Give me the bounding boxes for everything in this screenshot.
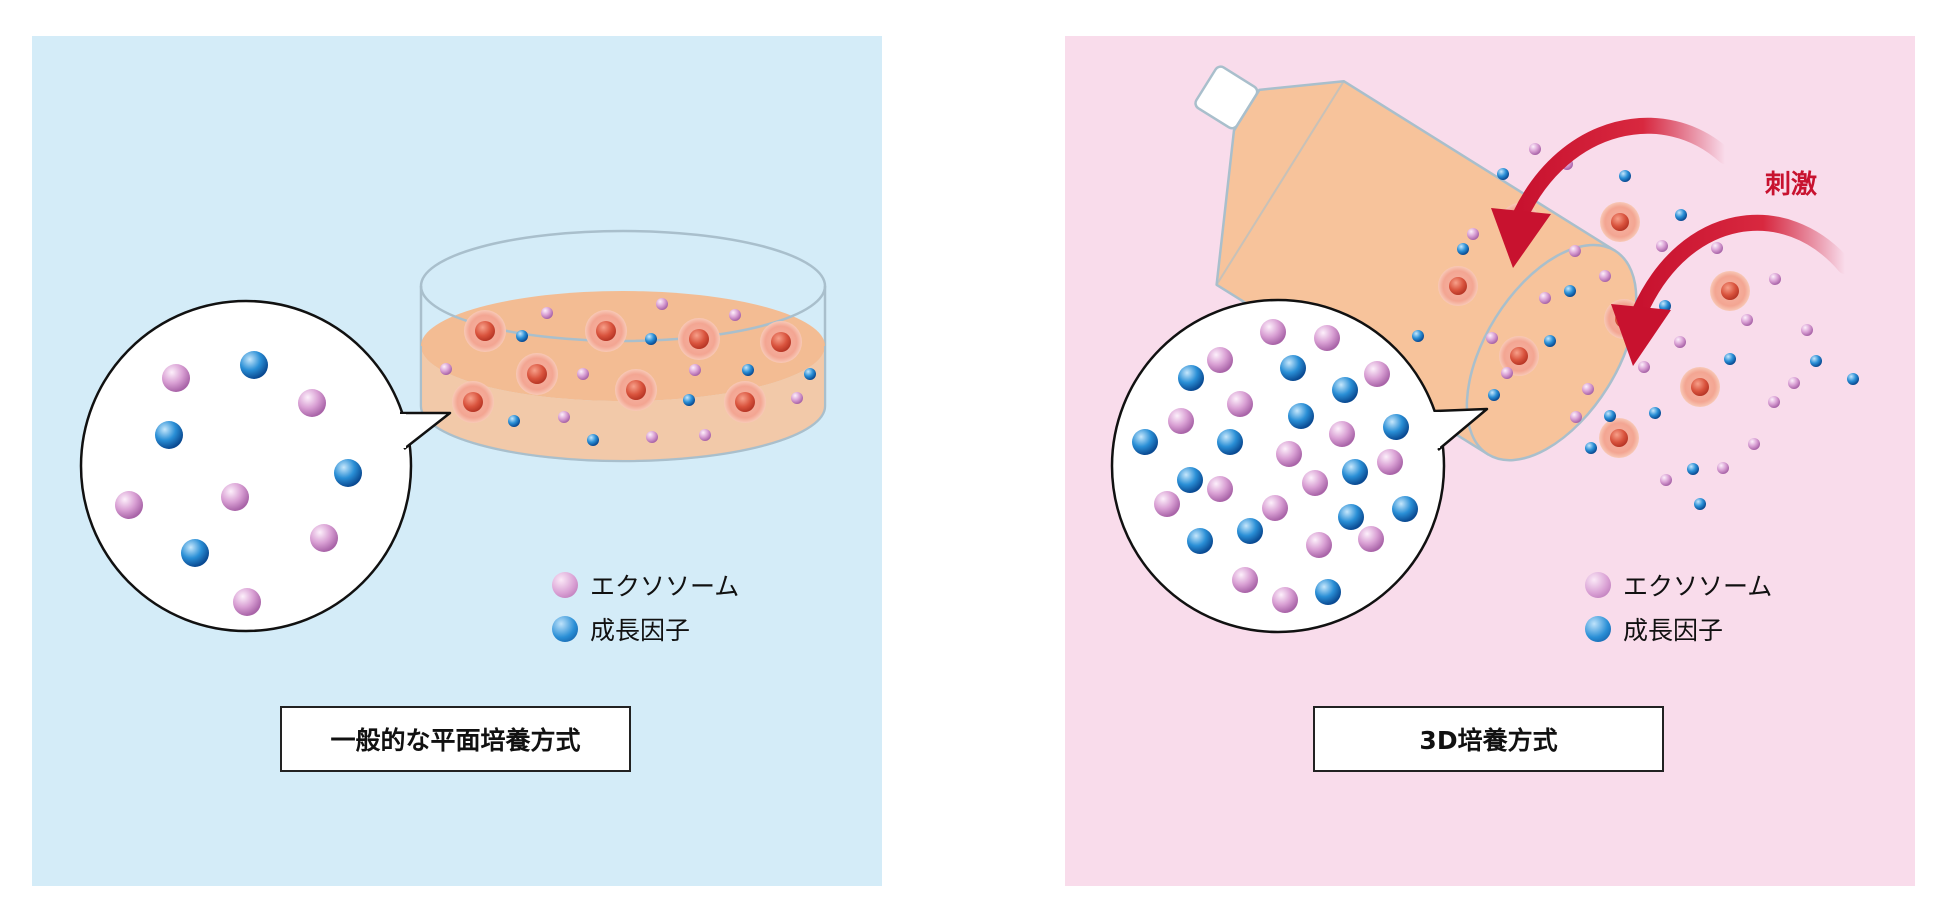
cells xyxy=(452,310,802,423)
arrow-head-icon xyxy=(1491,208,1551,268)
cell xyxy=(760,321,802,363)
exosome-swatch-icon xyxy=(1585,572,1611,598)
legend-label: 成長因子 xyxy=(1623,616,1724,645)
cell xyxy=(678,318,720,360)
flat-culture-illustration xyxy=(79,229,827,633)
cell xyxy=(1710,271,1750,311)
cell xyxy=(724,381,766,423)
legend-item-exosome: エクソソーム xyxy=(1585,563,1772,607)
legend: エクソソーム 成長因子 xyxy=(552,563,739,651)
growth-factor-swatch-icon xyxy=(1585,616,1611,642)
growth-factor-swatch-icon xyxy=(552,616,578,642)
panel-3d-culture: 刺激 エクソソーム 成長因子 3D培養方式 xyxy=(1065,36,1915,886)
legend: エクソソーム 成長因子 xyxy=(1585,563,1772,651)
legend-item-growth-factor: 成長因子 xyxy=(552,607,739,651)
cell xyxy=(516,353,558,395)
exosome-swatch-icon xyxy=(552,572,578,598)
cell xyxy=(1680,367,1720,407)
cell xyxy=(1499,336,1539,376)
caption-text: 一般的な平面培養方式 xyxy=(330,726,581,755)
3d-culture-illustration xyxy=(1110,65,1859,634)
cell xyxy=(585,310,627,352)
dish-particles xyxy=(440,298,816,446)
cell xyxy=(1599,418,1639,458)
legend-item-exosome: エクソソーム xyxy=(552,563,739,607)
legend-item-growth-factor: 成長因子 xyxy=(1585,607,1772,651)
arrow-head-icon xyxy=(1611,304,1671,366)
legend-label: エクソソーム xyxy=(590,572,740,601)
cell xyxy=(1438,266,1478,306)
cell xyxy=(1600,202,1640,242)
cell xyxy=(452,381,494,423)
zoom-bubble xyxy=(79,299,452,633)
stimulus-arrows xyxy=(1491,117,1853,366)
petri-dish xyxy=(419,229,827,463)
zoom-particles xyxy=(115,351,362,616)
caption-box: 一般的な平面培養方式 xyxy=(280,706,631,772)
caption-text: 3D培養方式 xyxy=(1419,726,1558,755)
stimulus-label: 刺激 xyxy=(1765,170,1818,200)
panel-flat-culture: エクソソーム 成長因子 一般的な平面培養方式 xyxy=(32,36,882,886)
caption-box: 3D培養方式 xyxy=(1313,706,1664,772)
legend-label: 成長因子 xyxy=(590,616,691,645)
cell xyxy=(464,310,506,352)
zoom-particles xyxy=(1132,319,1418,613)
legend-label: エクソソーム xyxy=(1623,572,1773,601)
cell xyxy=(615,369,657,411)
